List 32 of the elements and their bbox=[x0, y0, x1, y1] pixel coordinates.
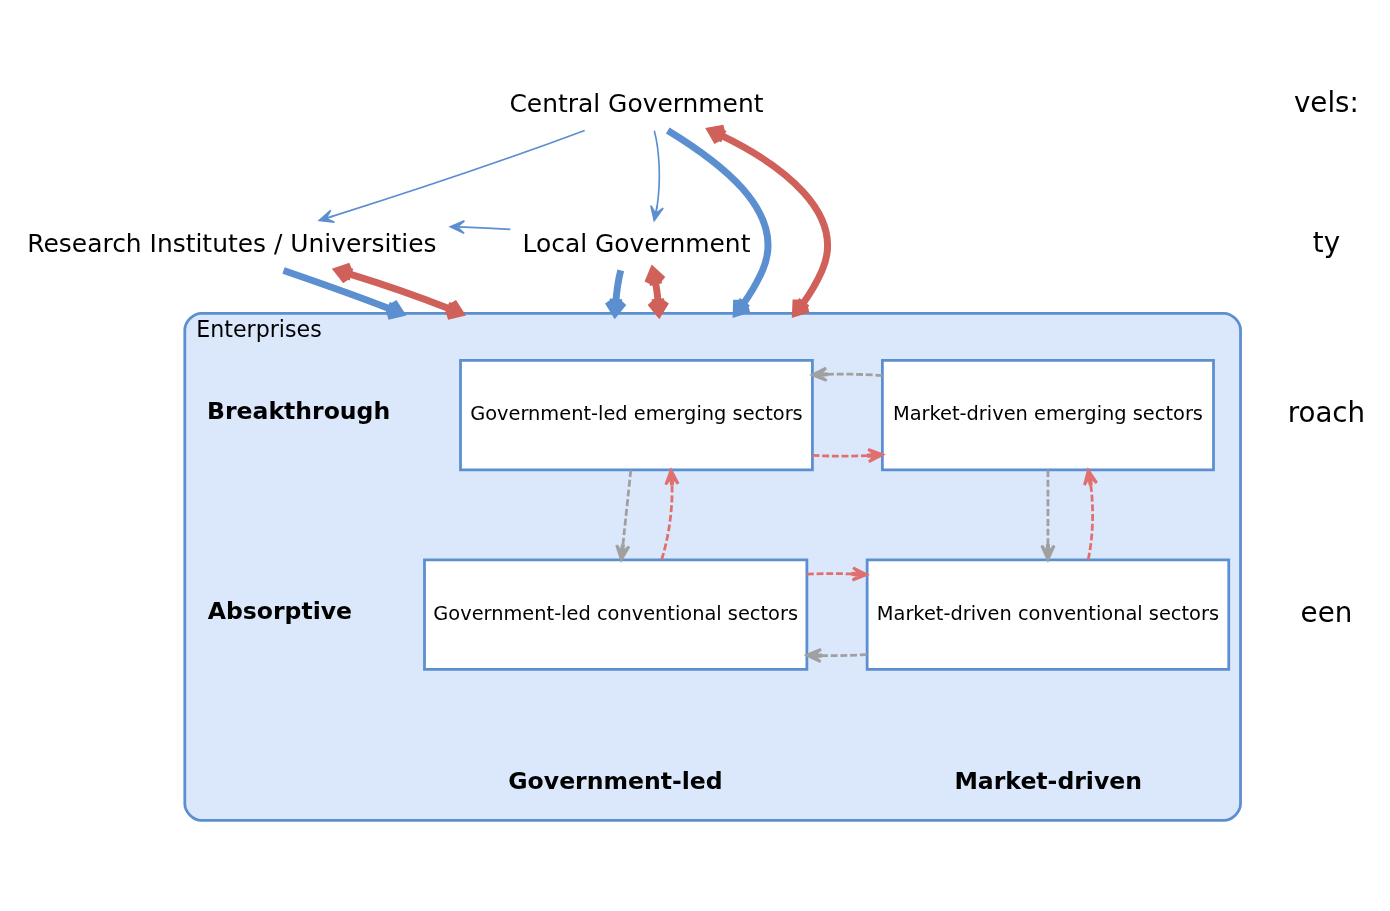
arrow bbox=[604, 269, 627, 317]
arrow bbox=[282, 266, 405, 320]
label: roach bbox=[1287, 395, 1366, 429]
arrow bbox=[811, 366, 883, 382]
arrow bbox=[318, 129, 586, 223]
label: vels: bbox=[1293, 85, 1359, 119]
arrow bbox=[812, 447, 884, 463]
label: ty bbox=[1312, 225, 1341, 259]
label: Breakthrough bbox=[206, 396, 391, 425]
node-box: Market-driven conventional sectors bbox=[865, 558, 1231, 671]
node-text: Local Government bbox=[522, 228, 751, 258]
arrow bbox=[665, 127, 772, 317]
arrow bbox=[805, 647, 867, 663]
arrow bbox=[615, 469, 633, 561]
arrow bbox=[1040, 469, 1056, 561]
arrow bbox=[650, 129, 664, 221]
node-text: Central Government bbox=[509, 88, 764, 118]
node-text: Research Institutes / Universities bbox=[27, 228, 437, 258]
arrow bbox=[1083, 468, 1099, 560]
label: een bbox=[1300, 595, 1353, 629]
arrow bbox=[334, 262, 464, 320]
arrow bbox=[806, 565, 869, 582]
label: Absorptive bbox=[207, 596, 353, 625]
node-box: Market-driven emerging sectors bbox=[881, 358, 1215, 471]
arrow bbox=[707, 124, 831, 317]
label: Government-led bbox=[508, 766, 723, 795]
arrow bbox=[644, 266, 670, 317]
arrow bbox=[660, 468, 680, 560]
node-box: Government-led emerging sectors bbox=[459, 358, 814, 471]
label: Market-driven bbox=[954, 766, 1143, 795]
node-box: Government-led conventional sectors bbox=[423, 558, 809, 671]
arrow bbox=[449, 219, 512, 234]
